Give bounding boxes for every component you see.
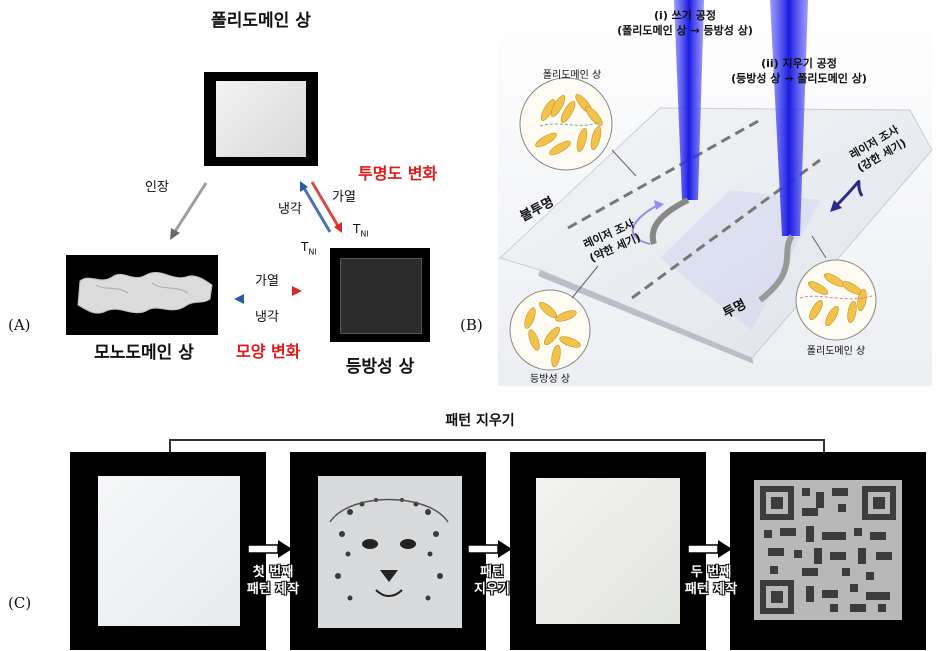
qr-code-pattern xyxy=(730,452,926,650)
blank-film-1 xyxy=(98,476,240,626)
panel-c-label: (C) xyxy=(8,594,31,612)
film-frame-2 xyxy=(290,452,486,650)
inset-polydomain-bottom xyxy=(796,260,876,340)
polydomain-bottom-label: 폴리도메인 상 xyxy=(796,342,876,357)
step2-label: 패턴 지우기 xyxy=(462,564,522,598)
film-frame-1 xyxy=(70,452,266,650)
erase-process-label: (ii) 지우기 공정 (등방성 상 → 폴리도메인 상) xyxy=(714,56,884,86)
leopard-pattern xyxy=(290,452,486,650)
erase-pattern-top-label: 패턴 지우기 xyxy=(420,410,540,430)
isotropic-bottom-label: 등방성 상 xyxy=(520,370,580,385)
film-frame-4 xyxy=(730,452,926,650)
step1-label: 첫 번째 패턴 제작 xyxy=(238,564,308,598)
film-frame-3 xyxy=(510,452,706,650)
polydomain-top-label: 폴리도메인 상 xyxy=(532,66,612,81)
inset-isotropic-bottom xyxy=(510,290,590,370)
panel-b-label: (B) xyxy=(460,316,483,334)
step3-label: 두 번째 패턴 제작 xyxy=(676,564,746,598)
write-process-label: (i) 쓰기 공정 (폴리도메인 상 → 등방성 상) xyxy=(610,8,760,38)
inset-polydomain-top xyxy=(520,78,612,170)
blank-film-2 xyxy=(536,478,680,624)
